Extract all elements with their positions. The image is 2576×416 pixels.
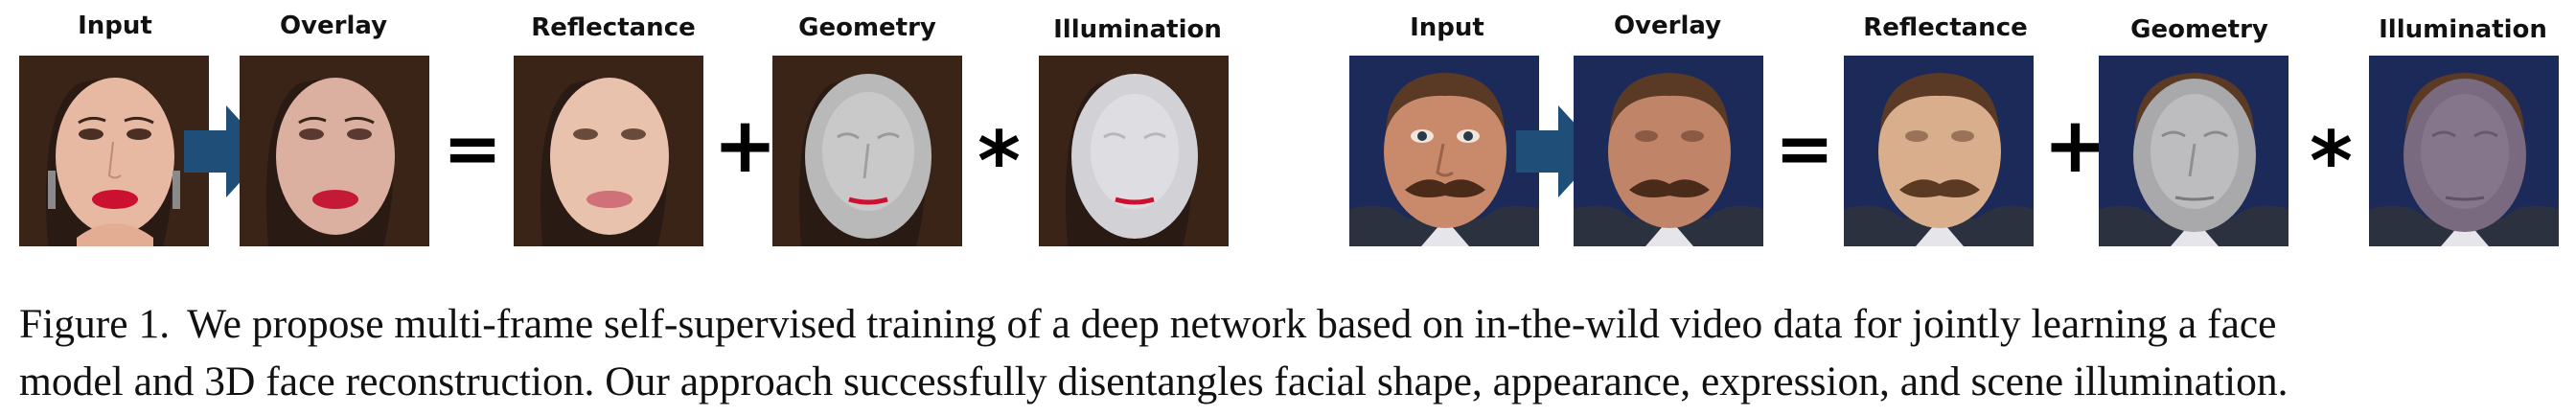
multiply-sign-right: * [2310,114,2353,210]
equals-sign-left: = [443,107,503,190]
panel-label-reflectance-left: Reflectance [531,13,696,42]
panel-label-overlay-right: Overlay [1613,12,1722,40]
caption-line-1: Figure 1. We propose multi-frame self-sup… [19,295,2559,353]
figure-caption: Figure 1. We propose multi-frame self-sup… [19,295,2559,410]
panel-label-geometry-left: Geometry [798,13,936,42]
plus-sign-right: + [2043,101,2108,190]
panel-label-geometry-right: Geometry [2130,15,2268,44]
panel-label-illumination-left: Illumination [1053,15,1222,44]
multiply-sign-left: * [978,114,1021,210]
overlay-image-right [1574,56,1763,246]
input-image-right [1349,56,1539,246]
plus-sign-left: + [713,101,778,190]
panel-label-reflectance-right: Reflectance [1863,13,2028,42]
panel-label-illumination-right: Illumination [2379,15,2547,44]
overlay-image-left [240,56,429,246]
geometry-image-left [772,56,962,246]
caption-text-line-1: We propose multi-frame self-supervised t… [187,301,2277,347]
illumination-image-right [2369,56,2559,246]
reflectance-image-left [514,56,703,246]
reflectance-image-right [1844,56,2034,246]
panel-label-overlay-left: Overlay [279,12,388,40]
figure-label: Figure 1. [19,301,171,347]
caption-text-line-2: model and 3D face reconstruction. Our ap… [19,358,2288,404]
illumination-image-left [1039,56,1229,246]
input-image-left [19,56,209,246]
geometry-image-right [2099,56,2288,246]
equals-sign-right: = [1775,107,1835,190]
panel-label-input-right: Input [1410,13,1484,42]
panel-label-input-left: Input [78,12,152,40]
